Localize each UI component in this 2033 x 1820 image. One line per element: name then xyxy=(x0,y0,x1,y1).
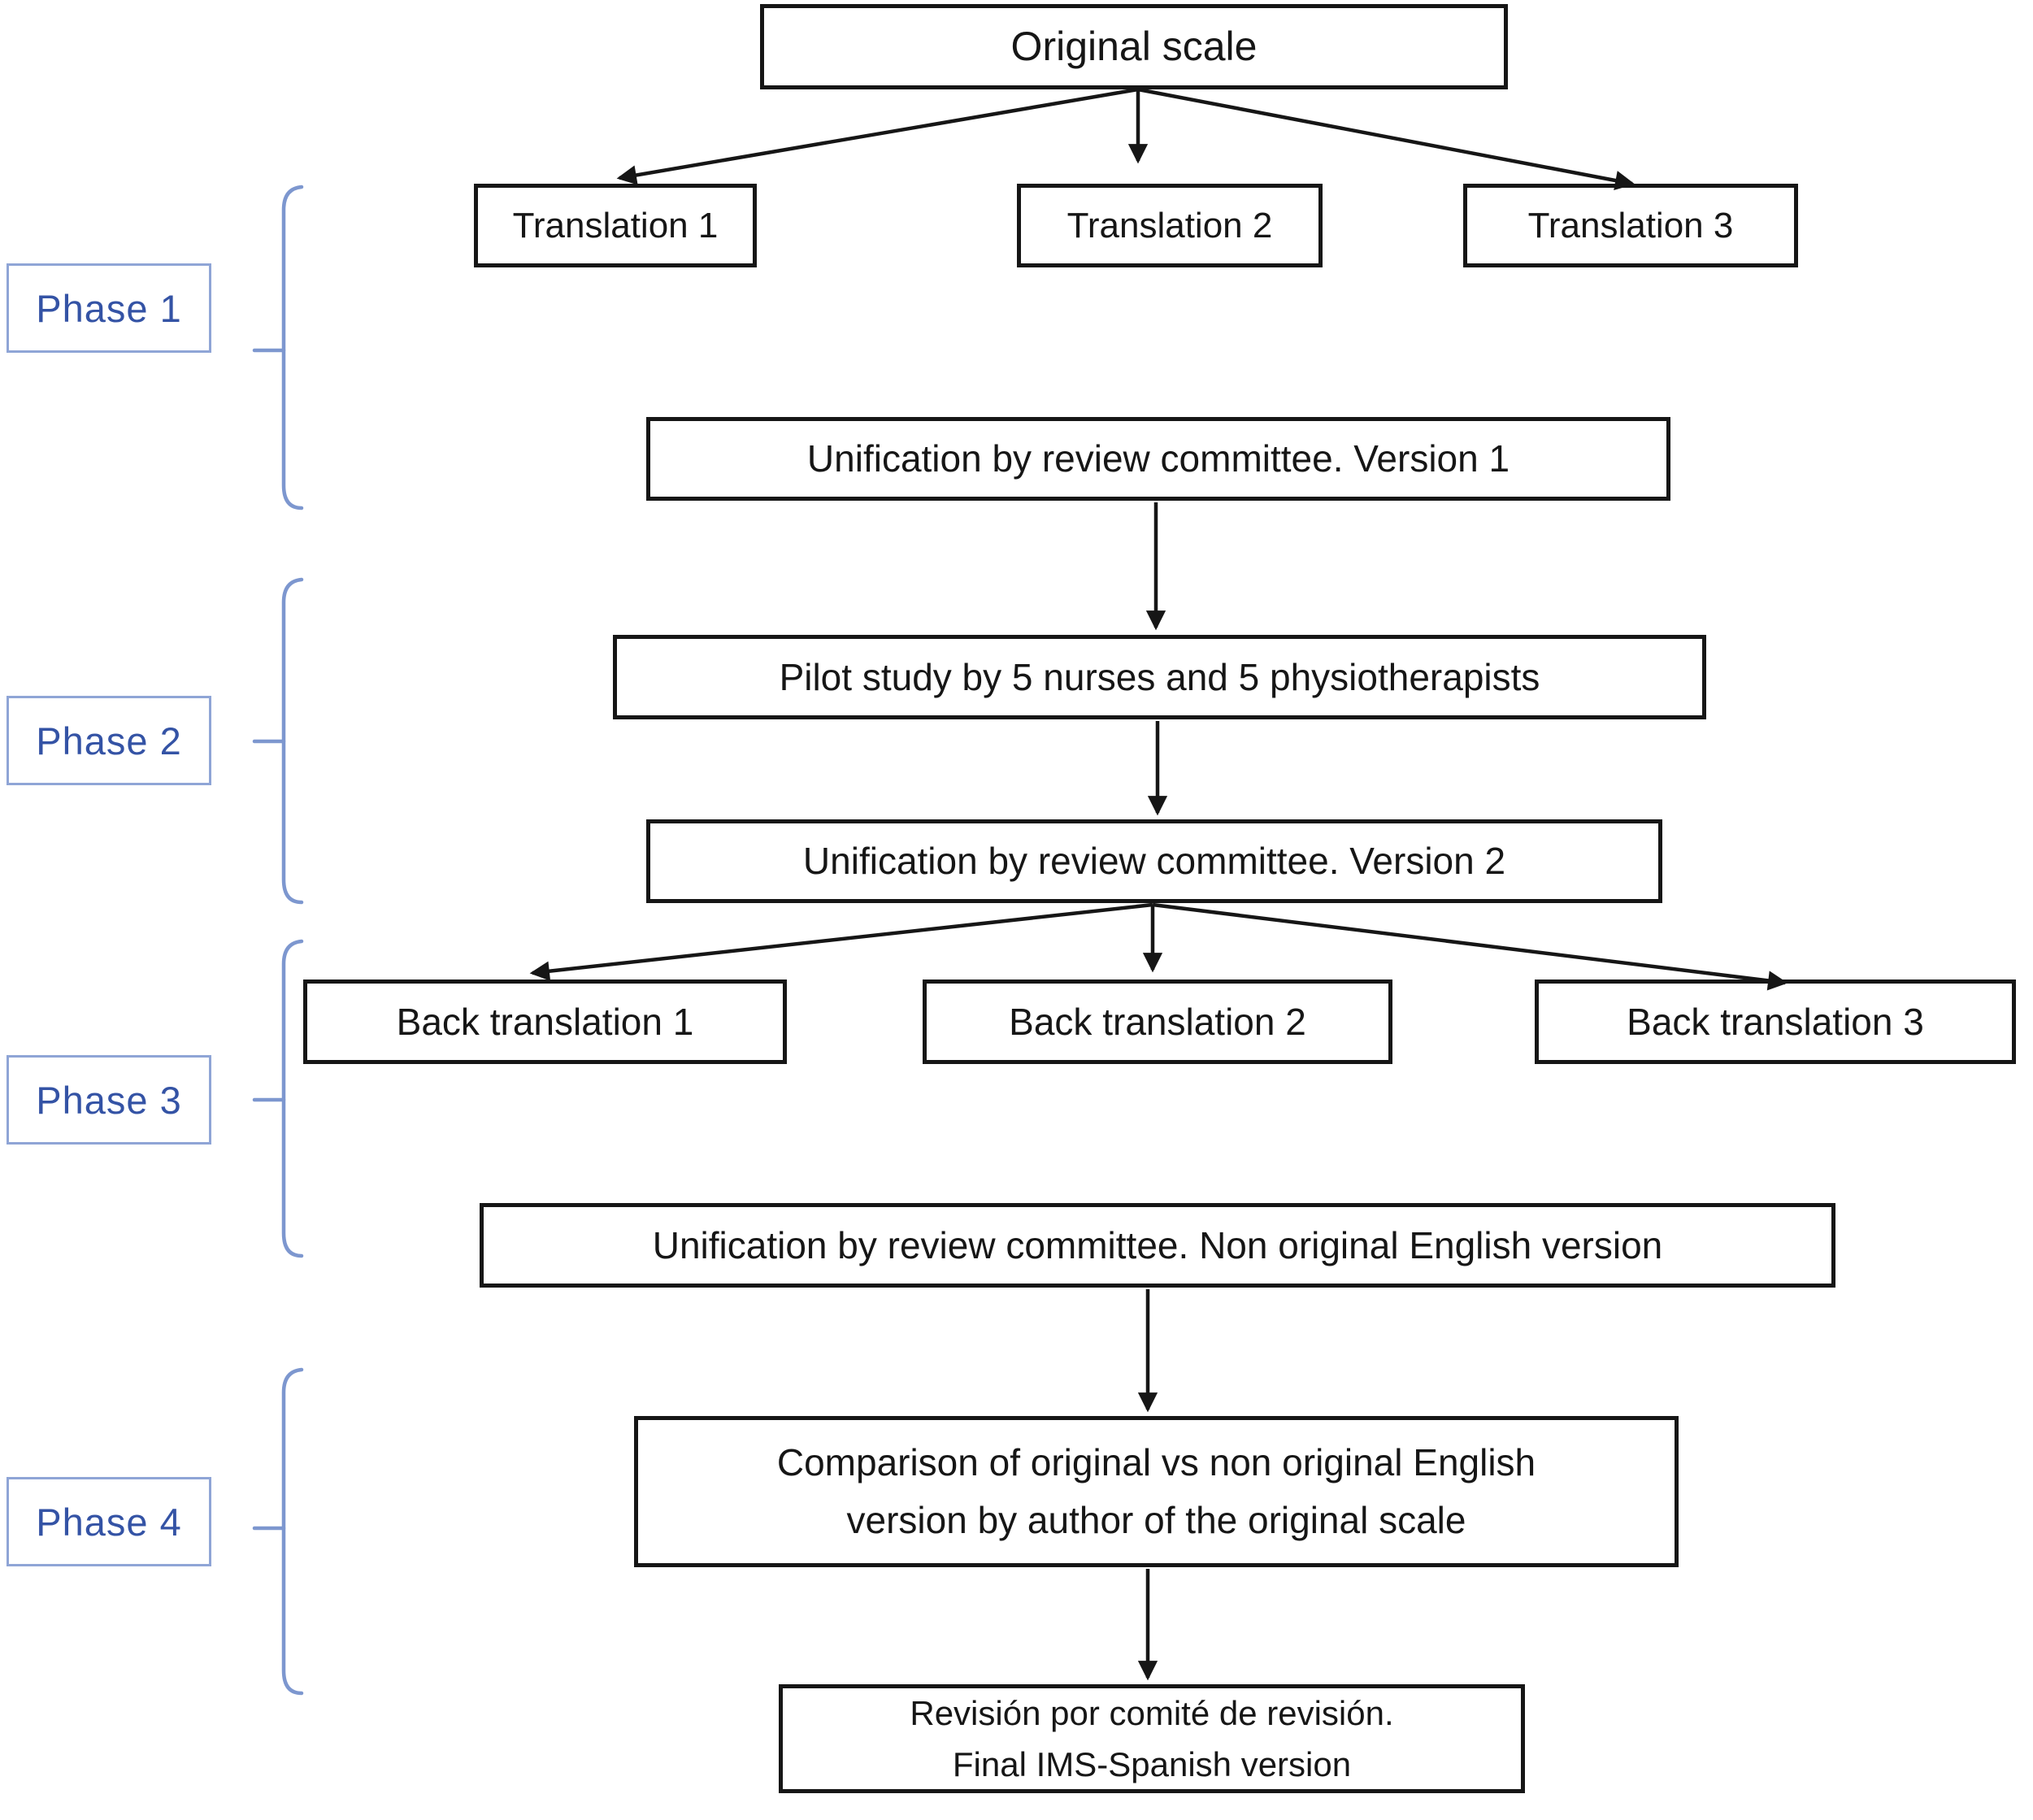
box-comparison-line-1: Comparison of original vs non original E… xyxy=(776,1440,1536,1483)
box-back-translation-1: Back translation 1 xyxy=(303,979,787,1064)
box-back-translation-3: Back translation 3 xyxy=(1535,979,2016,1064)
box-final-version-line-2: Final IMS-Spanish version xyxy=(952,1745,1352,1783)
box-final-version-line-1: Revisión por comité de revisión. xyxy=(910,1694,1394,1732)
box-unification-version-1-label: Unification by review committee. Version… xyxy=(806,437,1510,480)
phase-2-text: Phase 2 xyxy=(36,719,182,762)
box-translation-1-label: Translation 1 xyxy=(512,205,719,245)
box-unification-non-original-english: Unification by review committee. Non ori… xyxy=(480,1203,1835,1288)
box-comparison-line-2: version by author of the original scale xyxy=(846,1499,1466,1541)
box-unification-version-2: Unification by review committee. Version… xyxy=(646,819,1662,903)
phase-1-label: Phase 1 xyxy=(7,263,211,353)
phase-1-bracket xyxy=(252,185,304,510)
phase-3-bracket xyxy=(252,939,304,1258)
box-original-scale: Original scale xyxy=(760,4,1508,89)
box-translation-2-label: Translation 2 xyxy=(1066,205,1273,245)
box-translation-3-label: Translation 3 xyxy=(1527,205,1734,245)
box-back-translation-1-label: Back translation 1 xyxy=(396,1000,694,1043)
phase-4-text: Phase 4 xyxy=(36,1500,182,1544)
arrow-original-to-translation-1 xyxy=(616,87,1139,185)
box-unification-version-1: Unification by review committee. Version… xyxy=(646,417,1670,501)
box-unification-version-2-label: Unification by review committee. Version… xyxy=(802,840,1506,882)
box-back-translation-3-label: Back translation 3 xyxy=(1627,1000,1924,1043)
box-back-translation-2-label: Back translation 2 xyxy=(1009,1000,1306,1043)
phase-2-bracket xyxy=(252,577,304,905)
box-translation-2: Translation 2 xyxy=(1017,184,1323,267)
phase-1-text: Phase 1 xyxy=(36,286,182,330)
arrow-version2-to-back-translation-3 xyxy=(1152,902,1788,991)
box-final-ims-spanish-version: Revisión por comité de revisión. Final I… xyxy=(779,1684,1525,1793)
arrow-version2-to-back-translation-1 xyxy=(529,902,1153,981)
box-unification-non-original-english-label: Unification by review committee. Non ori… xyxy=(652,1223,1663,1266)
phase-2-label: Phase 2 xyxy=(7,696,211,785)
arrow-original-to-translation-3 xyxy=(1137,87,1636,191)
phase-3-text: Phase 3 xyxy=(36,1078,182,1122)
box-comparison-by-author: Comparison of original vs non original E… xyxy=(634,1416,1679,1567)
phase-3-label: Phase 3 xyxy=(7,1055,211,1145)
box-original-scale-label: Original scale xyxy=(1010,24,1258,69)
phase-4-bracket xyxy=(252,1367,304,1696)
box-pilot-study: Pilot study by 5 nurses and 5 physiother… xyxy=(613,635,1706,719)
box-back-translation-2: Back translation 2 xyxy=(923,979,1392,1064)
box-pilot-study-label: Pilot study by 5 nurses and 5 physiother… xyxy=(779,655,1540,698)
box-translation-3: Translation 3 xyxy=(1463,184,1798,267)
box-translation-1: Translation 1 xyxy=(474,184,757,267)
phase-4-label: Phase 4 xyxy=(7,1477,211,1566)
